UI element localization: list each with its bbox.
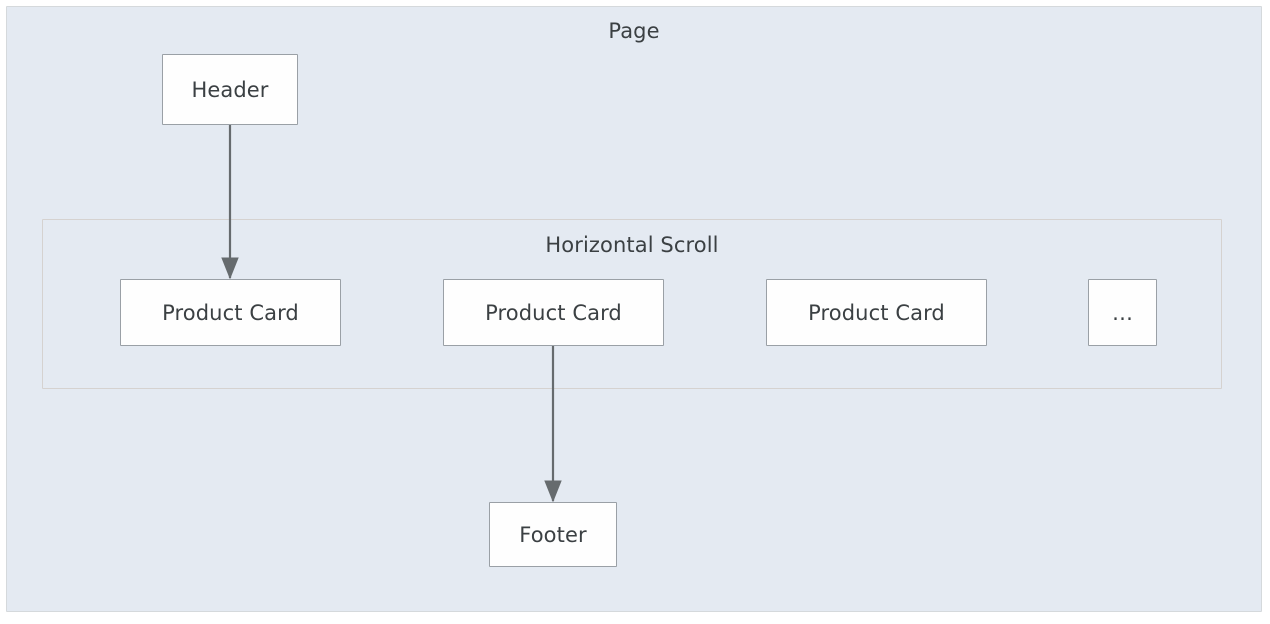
node-product-card-2-label: Product Card [485, 300, 622, 325]
node-product-card-2[interactable]: Product Card [443, 279, 664, 346]
node-product-card-1-label: Product Card [162, 300, 299, 325]
node-header[interactable]: Header [162, 54, 298, 125]
node-more-cards-label: … [1111, 300, 1134, 325]
node-header-label: Header [191, 77, 269, 102]
node-more-cards[interactable]: … [1088, 279, 1157, 346]
node-product-card-1[interactable]: Product Card [120, 279, 341, 346]
node-product-card-3[interactable]: Product Card [766, 279, 987, 346]
node-product-card-3-label: Product Card [808, 300, 945, 325]
page-container-label: Page [608, 19, 660, 43]
node-footer-label: Footer [519, 522, 587, 547]
node-footer[interactable]: Footer [489, 502, 617, 567]
horizontal-scroll-container-label: Horizontal Scroll [545, 233, 719, 257]
